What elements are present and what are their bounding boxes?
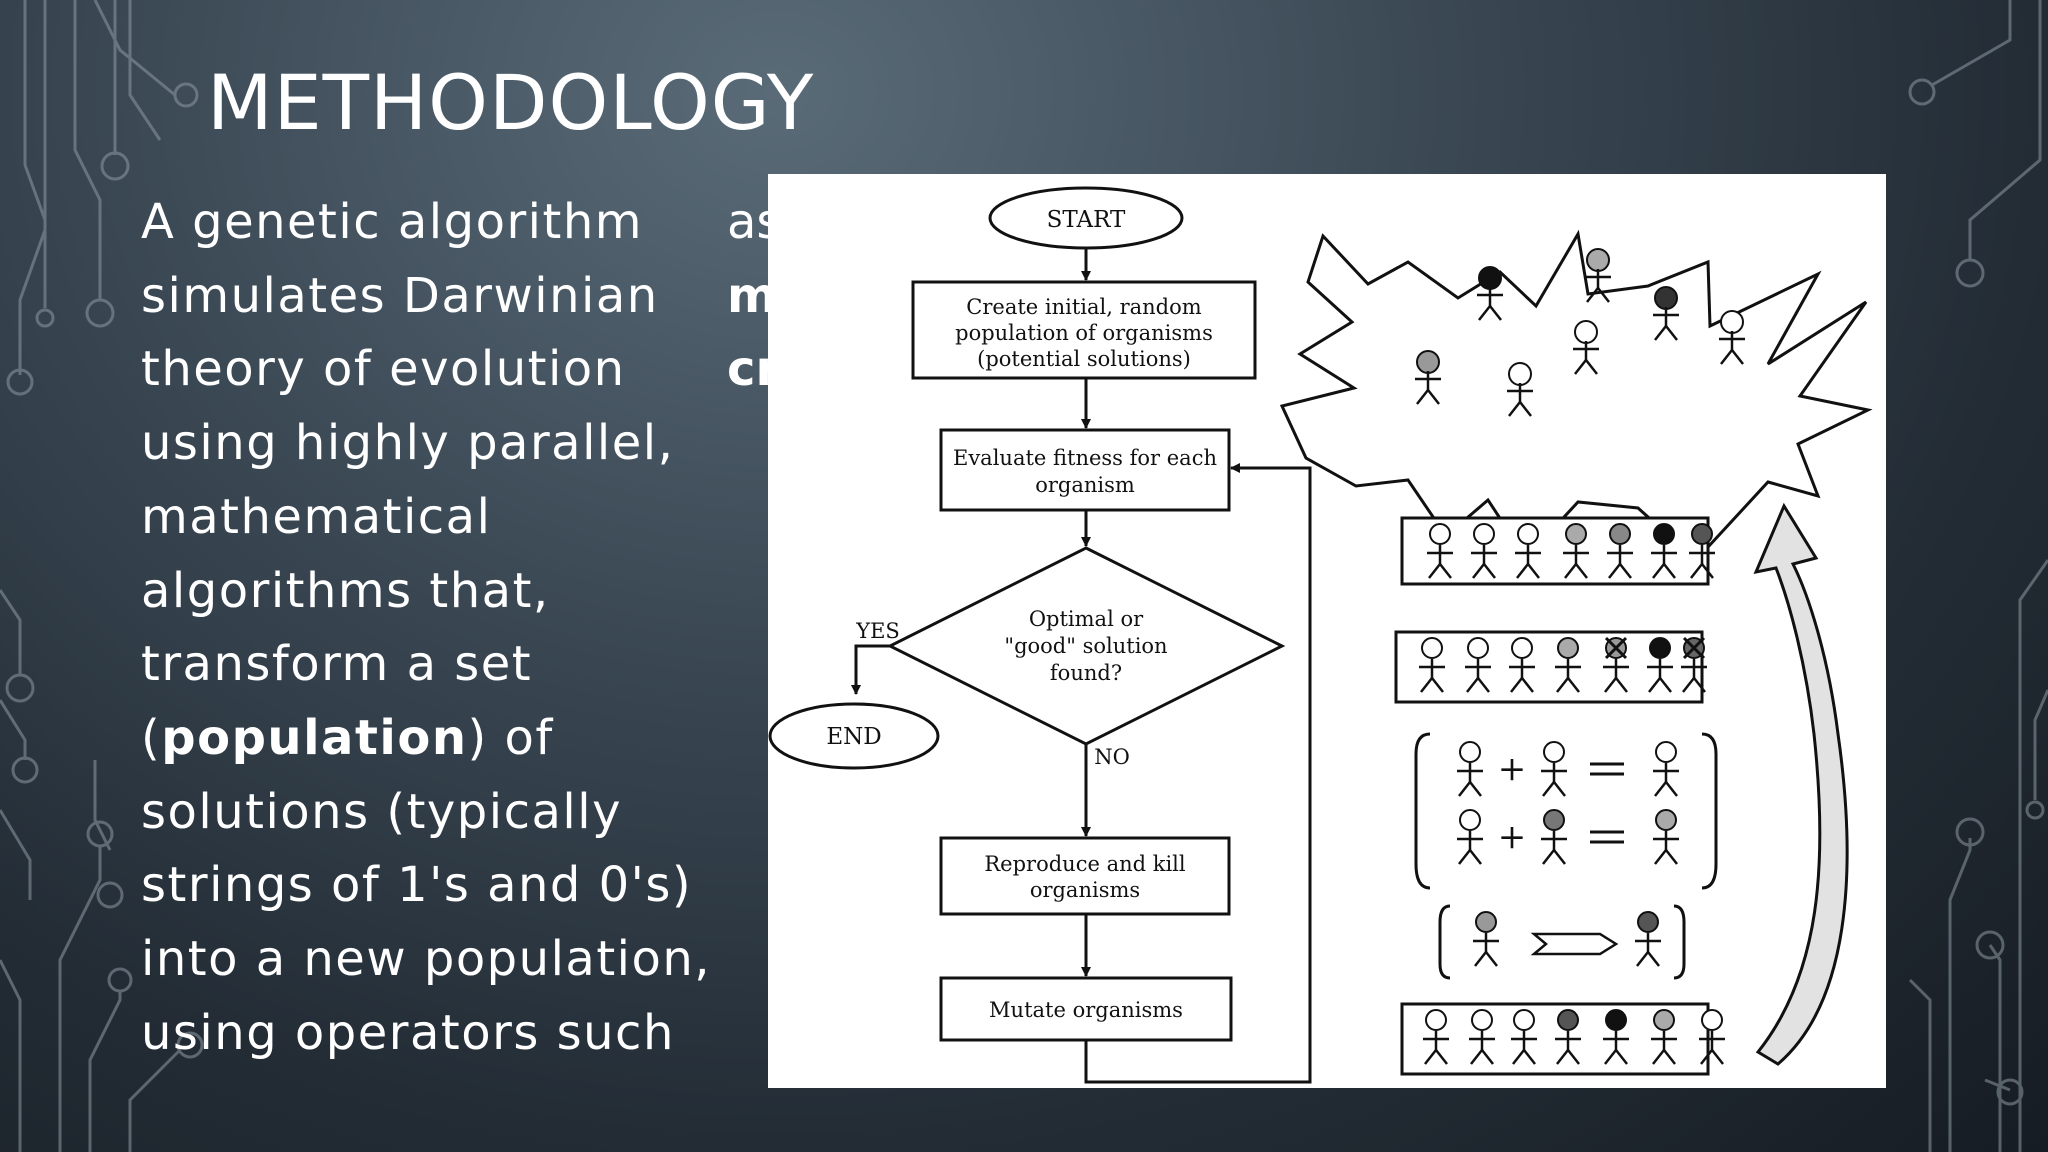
body-line: transform a set [141, 636, 533, 693]
mutation-group [1438, 904, 1686, 980]
svg-text:+: + [1498, 817, 1527, 857]
line-rest: ) of [467, 709, 554, 766]
reproduce-kill-box [939, 836, 1231, 916]
body-line: theory of evolution [141, 341, 626, 398]
body-line: mathematical [141, 488, 492, 545]
start-label: START [1047, 207, 1126, 233]
svg-text:+: + [1498, 749, 1527, 789]
evaluate-fitness-box [939, 428, 1231, 512]
body-line: algorithms that, [141, 562, 550, 619]
evaluate-line-2: organism [1035, 473, 1135, 497]
yes-label: YES [855, 619, 900, 643]
body-line: (population) of [141, 702, 721, 776]
reproduce-line-2: organisms [1030, 878, 1140, 902]
end-terminal [768, 702, 940, 770]
body-line: simulates Darwinian [141, 267, 659, 324]
body-line: using operators such [141, 1004, 675, 1061]
create-population-box [911, 280, 1257, 380]
population-organisms [1413, 248, 1747, 418]
create-line-3: (potential solutions) [977, 347, 1191, 371]
no-label: NO [1094, 745, 1130, 769]
flowchart-svg: START Create initial, random population … [768, 186, 1873, 1084]
loop-back-arrow [1084, 463, 1312, 1084]
body-line: strings of 1's and 0's) [141, 857, 693, 914]
crossover-group: + + [1414, 732, 1718, 890]
body-line: solutions (typically [141, 783, 622, 840]
end-label: END [826, 724, 881, 750]
population-burst [1279, 229, 1873, 563]
reproduce-line-1: Reproduce and kill [984, 852, 1186, 876]
decision-line-1: Optimal or [1029, 607, 1144, 631]
cycle-arrow [1753, 502, 1849, 1066]
create-line-1: Create initial, random [966, 295, 1201, 319]
body-text: A genetic algorithm simulates Darwinian … [141, 186, 721, 1070]
genetic-algorithm-figure: START Create initial, random population … [768, 174, 1886, 1088]
body-line: using highly parallel, [141, 415, 675, 472]
paren-open: ( [141, 709, 162, 766]
body-line: into a new population, [141, 931, 712, 988]
decision-line-2: "good" solution [1004, 634, 1167, 658]
create-line-2: population of organisms [955, 321, 1213, 345]
mutate-box [939, 976, 1233, 1042]
evaluate-line-1: Evaluate fitness for each [953, 446, 1217, 470]
mutate-label: Mutate organisms [989, 998, 1183, 1022]
population-keyword: population [161, 709, 468, 766]
decision-line-3: found? [1050, 661, 1122, 685]
body-line: A genetic algorithm [141, 194, 644, 250]
slide-title: METHODOLOGY [207, 58, 815, 147]
